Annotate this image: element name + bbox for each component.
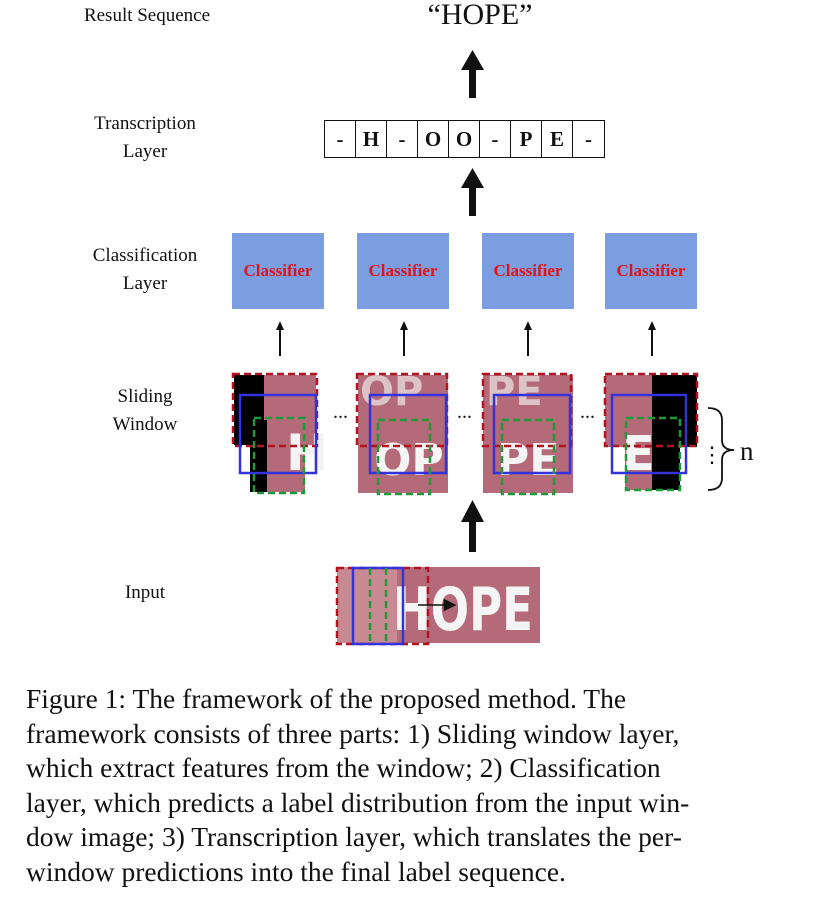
ellipsis: ... — [457, 401, 472, 423]
caption-line: window predictions into the final label … — [26, 855, 566, 887]
caption-line: Figure 1: The framework of the proposed … — [26, 683, 627, 714]
sequence-cell: - — [387, 121, 418, 157]
classifier-label: Classifier — [243, 261, 313, 280]
sequence-cell: H — [356, 121, 387, 157]
caption-line: dow image; 3) Transcription layer, which… — [26, 821, 682, 852]
sequence-cell: P — [511, 121, 542, 157]
up-arrow-icon — [461, 50, 484, 98]
window-letters: OP — [374, 435, 444, 486]
sliding-window-image: OP OP — [355, 369, 449, 496]
svg-text:PE: PE — [486, 369, 543, 415]
transcription-label-line1: Transcription — [94, 113, 196, 134]
ellipsis: ... — [580, 401, 595, 423]
caption-line: framework consists of three parts: 1) Sl… — [26, 717, 680, 749]
input-word: HOPE — [393, 575, 533, 645]
sliding-label-line1: Sliding — [117, 386, 173, 407]
input-image: HOPE — [335, 566, 540, 646]
ellipsis: ... — [333, 401, 348, 423]
transcription-label-line2: Layer — [122, 141, 168, 162]
classifier-label: Classifier — [493, 261, 563, 280]
classifier-label: Classifier — [368, 261, 438, 280]
result-sequence-label: Result Sequence — [83, 5, 211, 26]
caption-line: which extract features from the window; … — [26, 752, 661, 783]
transcription-layer-label: Transcription Layer — [70, 110, 220, 166]
figure-caption: Figure 1: The framework of the proposed … — [26, 682, 816, 889]
right-brace-icon — [707, 407, 735, 491]
classifier-box: Classifier — [482, 233, 574, 309]
window-count-n: n — [740, 436, 754, 466]
sequence-cell: - — [325, 121, 356, 157]
sliding-window-image: H — [231, 372, 328, 495]
classification-label-line2: Layer — [122, 273, 168, 294]
sliding-window-image: PE PE — [481, 369, 573, 496]
classifier-box: Classifier — [605, 233, 697, 309]
sequence-cell: - — [585, 126, 592, 151]
up-arrow-icon — [461, 168, 484, 216]
framework-diagram-graphics: H OP OP PE PE E ... ... ... ⋮ n — [231, 50, 754, 646]
classifier-label: Classifier — [616, 261, 686, 280]
classifier-box: Classifier — [357, 233, 449, 309]
sliding-window-label: Sliding Window — [70, 383, 220, 439]
sliding-label-line2: Window — [112, 414, 178, 435]
vertical-dots: ⋮ — [701, 442, 723, 467]
sequence-cell: E — [542, 121, 573, 157]
sequence-cell: O — [449, 121, 480, 157]
thin-up-arrow-icon — [524, 321, 532, 356]
thin-up-arrow-icon — [648, 321, 656, 356]
thin-up-arrow-icon — [276, 321, 284, 356]
input-label: Input — [124, 582, 166, 603]
classification-label-line1: Classification — [92, 245, 198, 266]
thin-up-arrow-icon — [400, 321, 408, 356]
sequence-cell: - — [480, 121, 511, 157]
sliding-window-image: E — [603, 372, 699, 492]
caption-line: layer, which predicts a label distributi… — [26, 786, 690, 818]
result-sequence-text: “HOPE” — [427, 0, 533, 31]
up-arrow-icon — [461, 500, 484, 552]
window-letters: PE — [497, 435, 559, 486]
classifier-box: Classifier — [232, 233, 324, 309]
classification-layer-label: Classification Layer — [70, 242, 220, 298]
sequence-cell: O — [418, 121, 449, 157]
